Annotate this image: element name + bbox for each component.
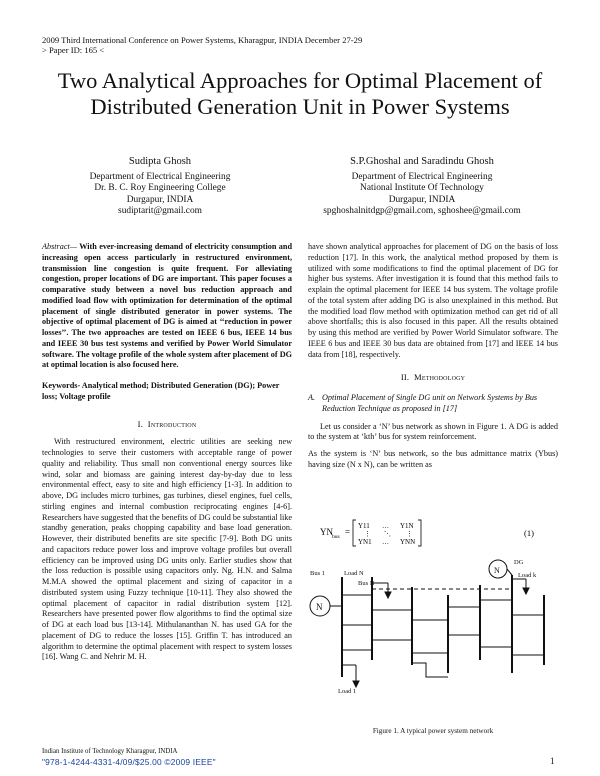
footer-affiliation: Indian Institute of Technology Kharagpur…	[42, 748, 178, 755]
author-block-1: Sudipta Ghosh Department of Electrical E…	[50, 156, 270, 218]
eq-right-bracket	[418, 519, 422, 547]
author-email: sudiptarit@gmail.com	[118, 206, 202, 217]
load-1-arrow	[352, 680, 360, 689]
author-affil-line: Durgapur, INDIA	[388, 194, 456, 205]
eq-entry: Y1N	[400, 522, 414, 530]
label-load-k: Load k	[518, 572, 537, 579]
section-1-text: With restructured environment, electric …	[42, 437, 292, 662]
section-2-heading: II. Methodology	[308, 372, 558, 383]
label-load-n: Load N	[344, 570, 364, 577]
eq-entry: …	[382, 522, 389, 530]
section-1-number: I.	[137, 418, 144, 429]
section-1-heading: I. Introduction	[42, 419, 292, 430]
copyright-line: "978-1-4244-4331-4/09/$25.00 ©2009 IEEE"	[42, 757, 216, 767]
label-dg: DG	[514, 559, 524, 566]
abstract-label: Abstract—	[42, 242, 78, 251]
abstract-text: With ever-increasing demand of electrici…	[42, 242, 292, 370]
figure-1-caption: Figure 1. A typical power system network	[372, 727, 494, 735]
eq-entry: Y11	[358, 522, 370, 530]
title-line-2: Distributed Generation Unit in Power Sys…	[90, 94, 510, 119]
author-affil-line: Durgapur, INDIA	[126, 194, 194, 205]
abstract: Abstract— With ever-increasing demand of…	[42, 242, 292, 371]
subsection-a-para-2: As the system is ‘N’ bus network, so the…	[308, 449, 558, 469]
eq-entry: ⋱	[384, 530, 391, 538]
load-n-arrow	[384, 591, 392, 600]
page-number: 1	[550, 756, 555, 766]
section-2-title: Methodology	[414, 372, 466, 383]
author-affil-line: Dr. B. C. Roy Engineering College	[94, 183, 226, 194]
eq-entry: YNN	[400, 538, 415, 546]
line	[412, 662, 448, 678]
eq-entry: …	[382, 538, 389, 546]
author-name: Sudipta Ghosh	[128, 156, 192, 167]
right-top-paragraph: have shown analytical approaches for pla…	[308, 242, 558, 359]
author-email: spghoshalnitdgp@gmail.com, sghoshee@gmai…	[323, 206, 521, 217]
equation-1: YN bus = Y11 … Y1N ⋮ ⋱ ⋮ YN1 … YNN (1)	[320, 518, 550, 548]
equation-1-graphic: YN bus = Y11 … Y1N ⋮ ⋱ ⋮ YN1 … YNN (1)	[320, 519, 534, 547]
eq-left-bracket	[352, 519, 356, 547]
subsection-a-title: Optimal Placement of Single DG unit on N…	[322, 393, 538, 413]
network-diagram: N N Bus 1 Load N Bus N DG Load k Load 1	[309, 559, 545, 695]
eq-entry: ⋮	[406, 530, 413, 538]
keywords: Keywords- Analytical method; Distributed…	[42, 381, 280, 401]
eq-entry: YN1	[358, 538, 372, 546]
label-bus-n: Bus N	[358, 580, 375, 587]
eq-entry: ⋮	[364, 530, 371, 538]
author-affil-line: Department of Electrical Engineering	[89, 171, 231, 182]
author-name: S.P.Ghoshal and Saradindu Ghosh	[350, 156, 494, 167]
load-k-arrow	[522, 587, 530, 596]
section-2-number: II.	[400, 372, 410, 383]
eq-lhs: YN	[320, 527, 333, 537]
dg-symbol: N	[494, 566, 500, 575]
label-bus-1: Bus 1	[310, 570, 325, 577]
subsection-a-para-1: Let us consider a ‘N’ bus network as sho…	[308, 421, 558, 442]
paper-title: Two Analytical Approaches for Optimal Pl…	[20, 68, 580, 120]
gen-label: N	[316, 602, 323, 612]
left-column: Abstract— With ever-increasing demand of…	[42, 242, 292, 663]
eq-number: (1)	[524, 528, 534, 538]
eq-equals: =	[345, 527, 350, 537]
author-affil-line: Department of Electrical Engineering	[351, 171, 493, 182]
figure-1: N N Bus 1 Load N Bus N DG Load k Load 1	[308, 555, 558, 703]
subsection-a-heading: A. Optimal Placement of Single DG unit on…	[308, 393, 558, 415]
author-block-2: S.P.Ghoshal and Saradindu Ghosh Departme…	[302, 156, 542, 218]
section-1-title: Introduction	[147, 418, 197, 429]
conference-header: 2009 Third International Conference on P…	[42, 35, 363, 45]
eq-lhs-sub: bus	[332, 534, 340, 540]
title-line-1: Two Analytical Approaches for Optimal Pl…	[57, 68, 543, 93]
right-column: have shown analytical approaches for pla…	[308, 242, 558, 471]
label-load-1: Load 1	[338, 688, 356, 695]
paper-id: > Paper ID: 165 <	[42, 45, 105, 55]
author-affil-line: National Institute Of Technology	[360, 183, 484, 194]
dg-line	[506, 568, 513, 576]
subsection-a-label: A.	[308, 393, 316, 402]
